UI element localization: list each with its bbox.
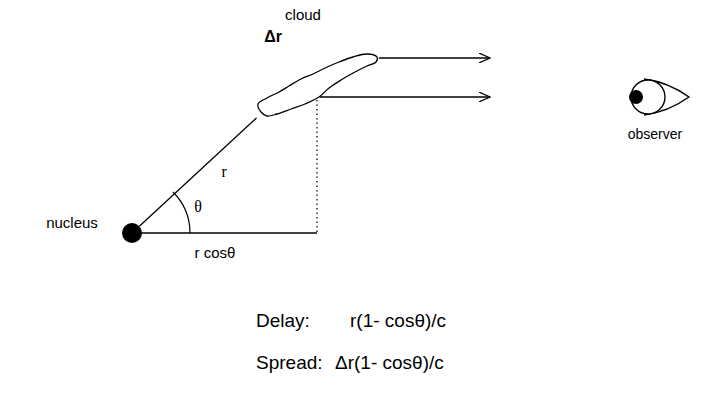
formula: r(1- cosθ)/c [350, 310, 446, 333]
cloud-outline [258, 54, 377, 116]
pupil [629, 90, 643, 104]
projection-line [132, 232, 317, 233]
light-ray-arrow [379, 57, 490, 58]
angle-arc [173, 192, 190, 233]
angle-symbol: θ [194, 197, 202, 216]
observer-label: observer [628, 126, 682, 143]
edge-label: r [222, 163, 227, 182]
gas-cloud: cloudΔr [255, 52, 380, 118]
cloud-outline [255, 52, 380, 118]
light-ray-arrow [320, 96, 490, 97]
formula-name: Spread: [256, 352, 323, 375]
projection-label: r cosθ [195, 244, 236, 262]
nucleus-dot: nucleus [122, 223, 142, 243]
radius-line [139, 118, 256, 226]
nucleus-label: nucleus [46, 214, 98, 232]
observer-eye: observer [622, 74, 692, 120]
formula: Δr(1- cosθ)/c [335, 352, 444, 375]
eye-symbol [622, 74, 692, 120]
formula-name: Delay: [256, 310, 310, 333]
cloud-label: cloud [285, 6, 321, 24]
dotted-drop-line [316, 100, 317, 232]
thickness-label: Δr [264, 27, 282, 46]
